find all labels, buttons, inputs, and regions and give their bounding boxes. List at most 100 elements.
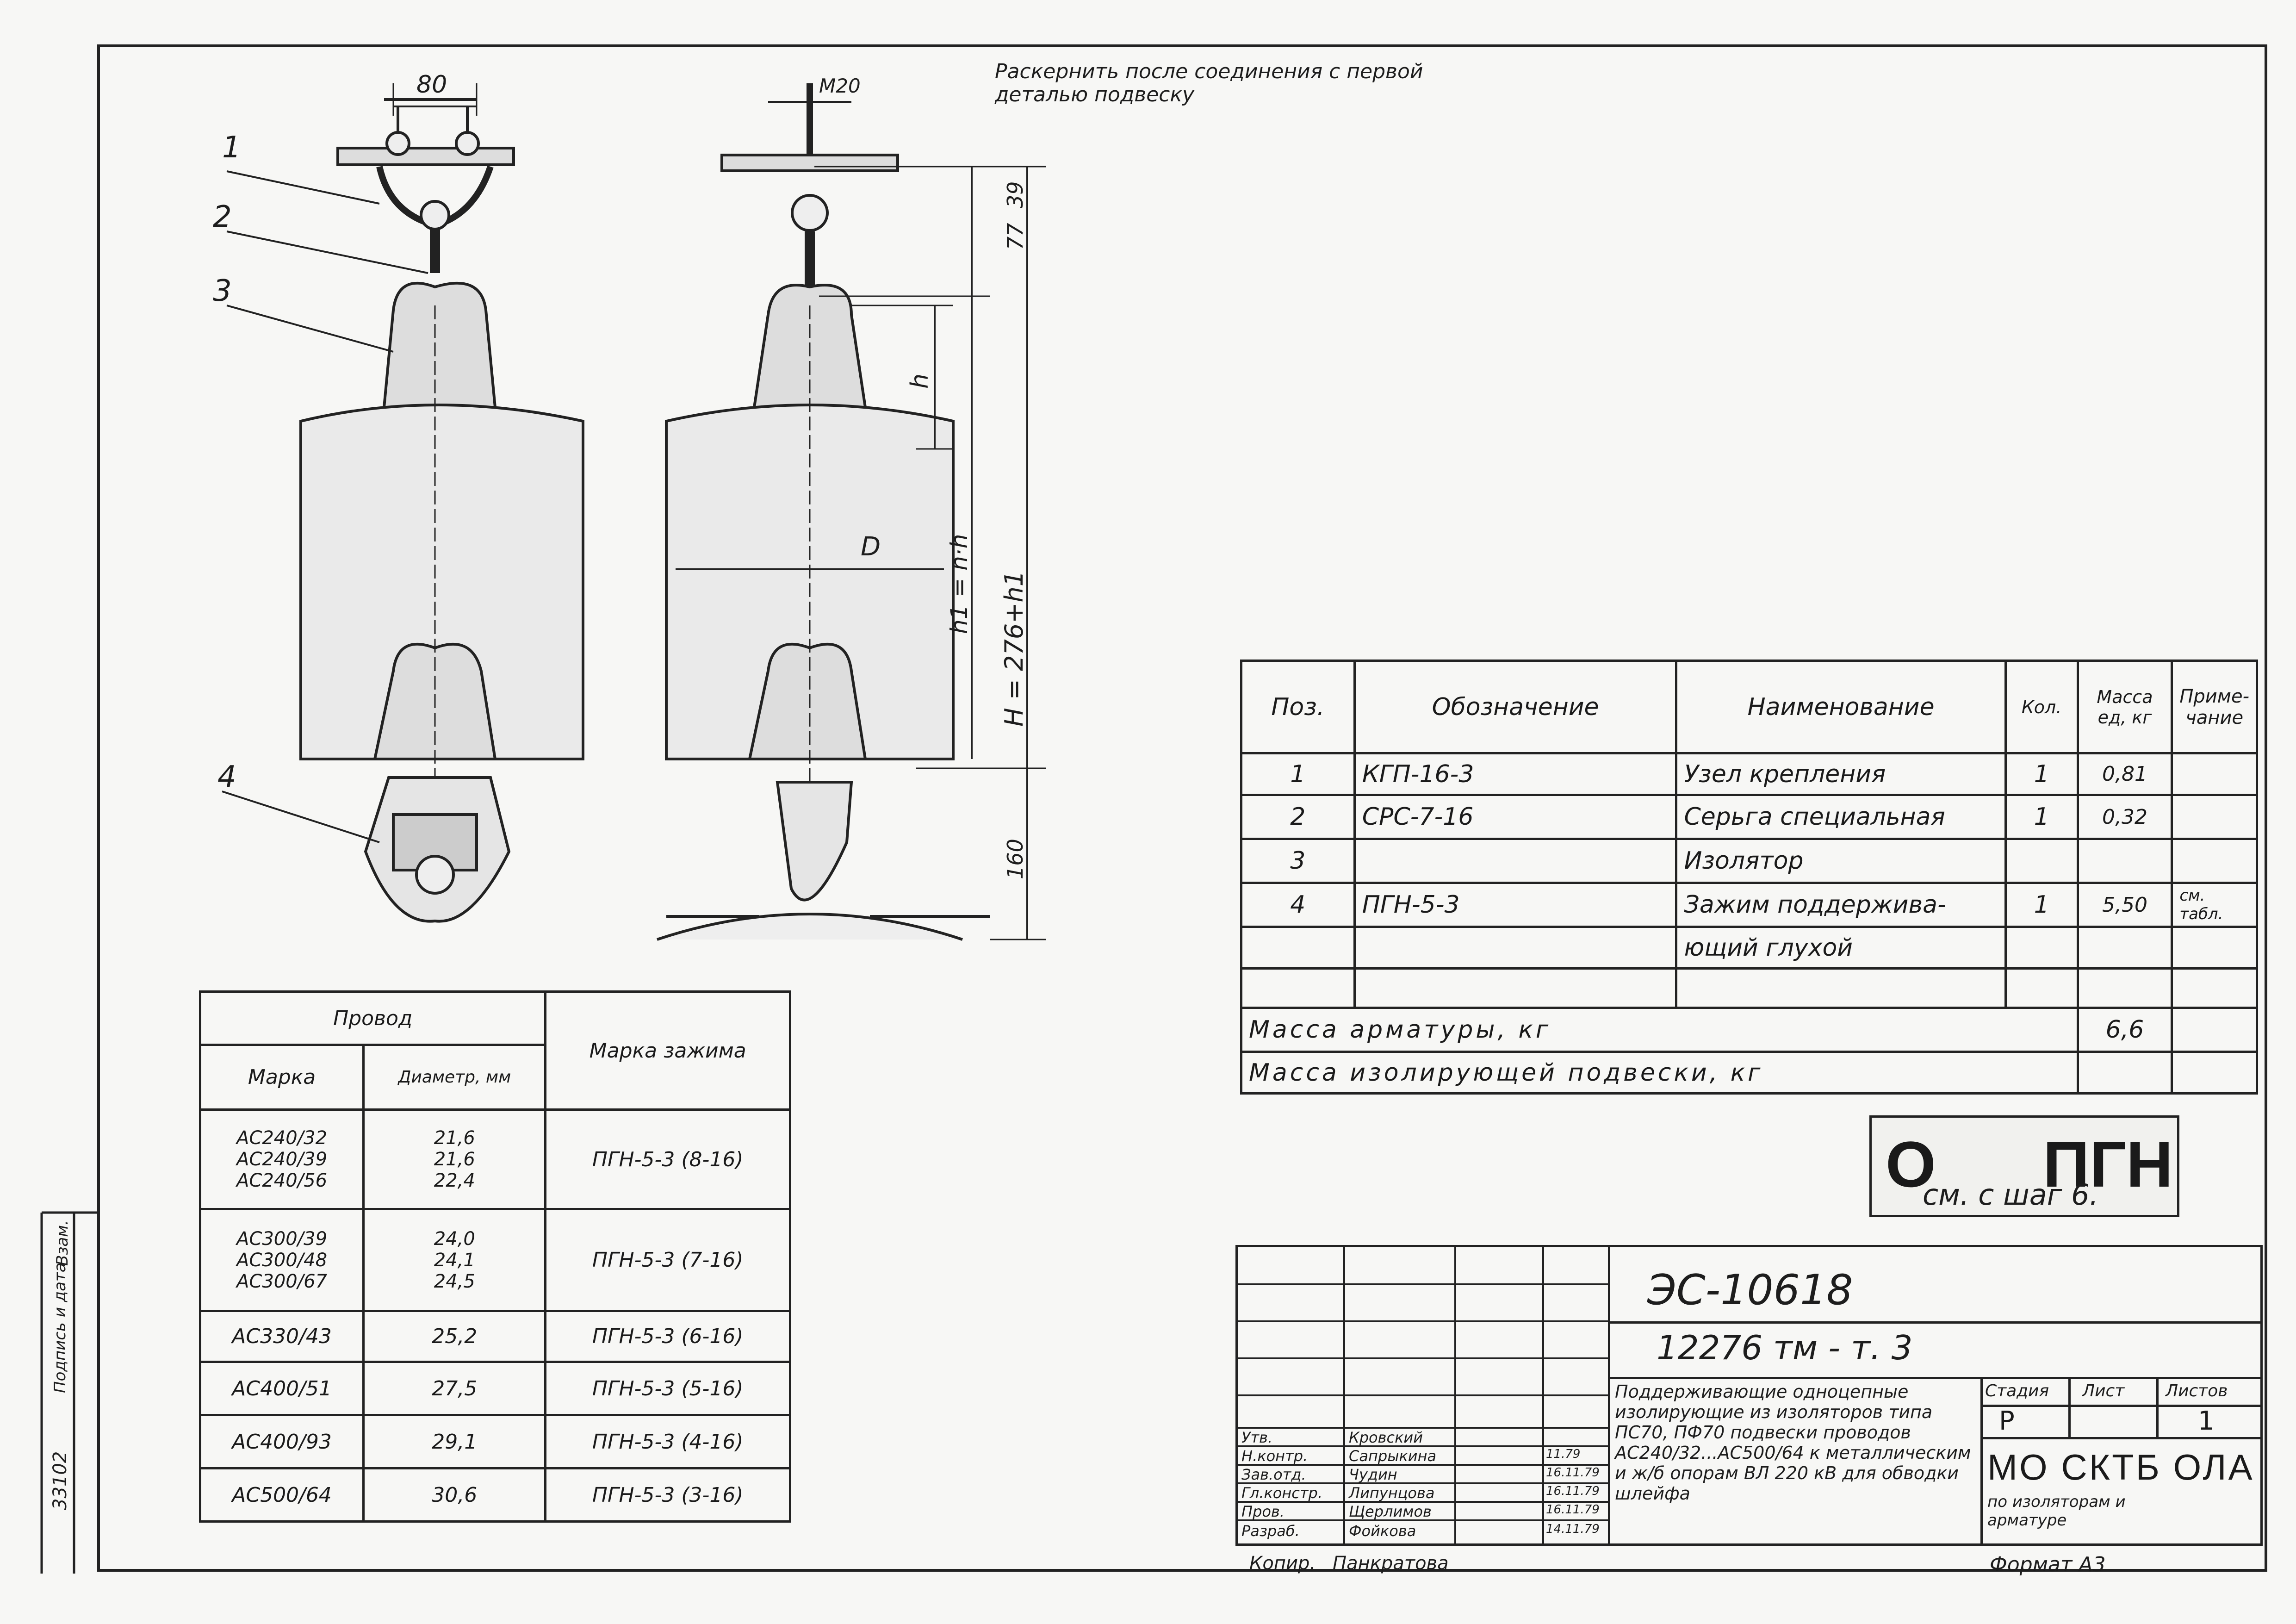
clamp-header: Марка зажима	[544, 990, 791, 1111]
signer-name-5: Фойкова	[1349, 1522, 1416, 1540]
title-block-main: ЭС-10618 12276 тм - т. 3 Поддерживающие …	[1608, 1245, 2263, 1546]
spec-note	[2171, 794, 2258, 840]
signer-date-5: 14.11.79	[1546, 1522, 1600, 1536]
table-row: 4 ПГН-5-3 Зажим поддержива- 1 5,50 см. т…	[1240, 882, 2258, 928]
spec-h-code: Обозначение	[1353, 660, 1678, 754]
title-grid-lines	[1238, 1247, 1608, 1543]
wire-mark: АС400/51	[199, 1361, 365, 1416]
stamp-right: ПГН	[2043, 1128, 2173, 1201]
side-number: 33102	[50, 1451, 71, 1510]
assembly-note: Раскернить после соединения с первой дет…	[995, 60, 1423, 106]
spec-qty: 1	[2004, 882, 2079, 928]
signer-name-1: Сапрыкина	[1349, 1447, 1437, 1465]
spec-qty	[2004, 926, 2079, 970]
dim-39: 39	[1003, 181, 1028, 208]
table-row: АС240/32 АС240/39 АС240/56 21,6 21,6 22,…	[199, 1108, 791, 1210]
pos-label-1: 1	[222, 131, 241, 165]
spec-mass: 5,50	[2076, 882, 2173, 928]
wire-mark: АС500/64	[199, 1467, 365, 1523]
clamp-mark: ПГН-5-3 (5-16)	[544, 1361, 791, 1416]
spec-h-name: Наименование	[1675, 660, 2007, 754]
clamp-mark: ПГН-5-3 (4-16)	[544, 1414, 791, 1469]
sheets-value: 1	[2198, 1406, 2215, 1436]
table-row: АС400/51 27,5 ПГН-5-3 (5-16)	[199, 1361, 791, 1416]
wire-header: Провод	[199, 990, 547, 1046]
approval-stamp: О ПГН см. с шаг 6.	[1869, 1115, 2179, 1217]
table-row: АС500/64 30,6 ПГН-5-3 (3-16)	[199, 1467, 791, 1523]
table-row: АС400/93 29,1 ПГН-5-3 (4-16)	[199, 1414, 791, 1469]
spec-note	[2171, 838, 2258, 884]
wire-diam: 21,6 21,6 22,4	[362, 1108, 547, 1210]
pos-label-2: 2	[213, 200, 232, 234]
dim-h1: h1 = n·h	[946, 534, 973, 634]
signer-name-2: Чудин	[1349, 1466, 1397, 1483]
spec-note	[2171, 926, 2258, 970]
dim-77: 77	[1003, 223, 1028, 250]
title-block-left-grid: Утв. Кровский Н.контр. Сапрыкина 11.79 З…	[1235, 1245, 1610, 1546]
org-name: МО СКТБ ОЛА	[1987, 1447, 2254, 1487]
side-stamp-lines	[40, 1211, 97, 1574]
clamp-mark: ПГН-5-3 (8-16)	[544, 1108, 791, 1210]
signer-role-1: Н.контр.	[1241, 1447, 1308, 1465]
sub-number: 12276 тм - т. 3	[1657, 1328, 1913, 1367]
spec-h-mass: Масса ед, кг	[2076, 660, 2173, 754]
wire-diam: 30,6	[362, 1467, 547, 1523]
spec-name: Серьга специальная	[1675, 794, 2007, 840]
spec-mass: 0,81	[2076, 752, 2173, 796]
spec-pos: 3	[1240, 838, 1356, 884]
spec-name: ющий глухой	[1675, 926, 2007, 970]
sheet-label: Лист	[2082, 1381, 2125, 1400]
spec-code: СРС-7-16	[1353, 794, 1678, 840]
spec-name: Узел крепления	[1675, 752, 2007, 796]
sheets-label: Листов	[2166, 1381, 2228, 1400]
pos-label-4: 4	[217, 760, 236, 794]
dim-H: H = 276+h1	[999, 571, 1029, 727]
side-label-sign: Подпись и дата	[51, 1263, 69, 1393]
signer-name-0: Кровский	[1349, 1429, 1423, 1446]
spec-qty: 1	[2004, 752, 2079, 796]
copied-label: Копир.	[1249, 1553, 1316, 1574]
spec-mass	[2076, 838, 2173, 884]
table-row: 3 Изолятор	[1240, 838, 2258, 884]
signer-date-3: 16.11.79	[1546, 1484, 1600, 1498]
spec-header-row: Поз. Обозначение Наименование Кол. Масса…	[1240, 660, 2258, 754]
wire-diam: 25,2	[362, 1310, 547, 1363]
mass-fittings-row: Масса арматуры, кг 6,6	[1240, 1007, 2258, 1053]
paper-format: Формат А3	[1990, 1553, 2106, 1576]
mass-insulating-row: Масса изолирующей подвески, кг	[1240, 1051, 2258, 1095]
table-row: АС330/43 25,2 ПГН-5-3 (6-16)	[199, 1310, 791, 1363]
spec-note	[2171, 752, 2258, 796]
mass-fittings-value: 6,6	[2076, 1007, 2173, 1053]
wire-diam: 24,0 24,1 24,5	[362, 1208, 547, 1312]
spec-mass: 0,32	[2076, 794, 2173, 840]
spec-table: Поз. Обозначение Наименование Кол. Масса…	[1240, 660, 2258, 1095]
spec-qty: 1	[2004, 794, 2079, 840]
pos-label-3: 3	[213, 274, 232, 308]
signer-date-1: 11.79	[1546, 1447, 1581, 1461]
doc-description: Поддерживающие одноцепные изолирующие из…	[1615, 1381, 1971, 1504]
dim-bolt: M20	[819, 75, 861, 97]
side-label-replace: Взам.	[53, 1220, 72, 1266]
assembly-drawing: 80 M20 77 39 h h1 = n·h H = 276+h1 160 D…	[213, 71, 1046, 941]
signer-role-0: Утв.	[1241, 1429, 1273, 1446]
wire-mark: АС300/39 АС300/48 АС300/67	[199, 1208, 365, 1312]
wire-table: Провод Марка зажима Марка Диаметр, мм АС…	[199, 990, 791, 1523]
spec-note: см. табл.	[2171, 882, 2258, 928]
signer-role-3: Гл.констр.	[1241, 1484, 1322, 1502]
signer-date-4: 16.11.79	[1546, 1503, 1600, 1517]
spec-code	[1353, 838, 1678, 884]
wire-mark: АС330/43	[199, 1310, 365, 1363]
clamp-mark: ПГН-5-3 (6-16)	[544, 1310, 791, 1363]
stamp-handwritten: см. с шаг 6.	[1923, 1178, 2099, 1212]
signer-role-4: Пров.	[1241, 1503, 1285, 1520]
mass-fittings-label: Масса арматуры, кг	[1240, 1007, 2079, 1053]
spec-pos: 2	[1240, 794, 1356, 840]
spec-h-note: Приме-чание	[2171, 660, 2258, 754]
spec-code	[1353, 926, 1678, 970]
clamp-mark: ПГН-5-3 (3-16)	[544, 1467, 791, 1523]
signer-name-3: Липунцова	[1349, 1484, 1435, 1502]
table-row: АС300/39 АС300/48 АС300/67 24,0 24,1 24,…	[199, 1208, 791, 1312]
mass-insulating-label: Масса изолирующей подвески, кг	[1240, 1051, 2079, 1095]
dim-80: 80	[416, 71, 447, 99]
diam-header: Диаметр, мм	[362, 1044, 547, 1111]
